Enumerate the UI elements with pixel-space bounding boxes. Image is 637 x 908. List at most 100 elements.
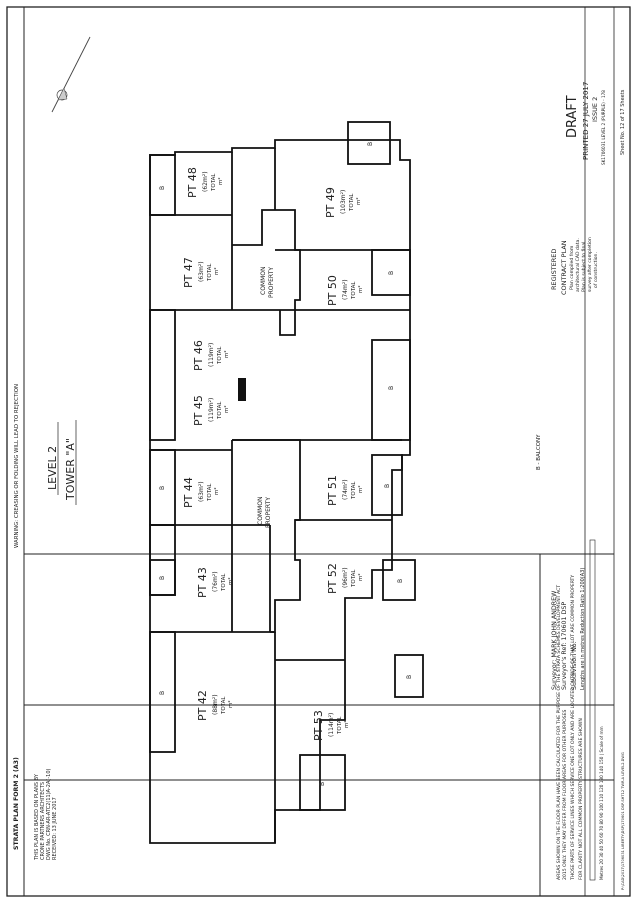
lot-id: PT 43 (196, 567, 209, 598)
lot-unit: m² (355, 197, 362, 205)
lot-pt43: PT 43 (76m²) TOTAL m² (196, 567, 234, 598)
registered-line-1: Plan compiled from (569, 245, 575, 290)
balcony-label: B (388, 271, 395, 275)
balcony-label: B (397, 579, 404, 583)
lot-unit: m² (223, 350, 230, 358)
lot-area: (63m²) (198, 481, 205, 502)
lot-area: (63m²) (198, 261, 205, 282)
north-arrow (51, 36, 91, 113)
lot-area: (76m²) (212, 571, 219, 592)
balcony-50 (371, 249, 411, 296)
lot-pt42: PT 42 (88m²) TOTAL m² (196, 690, 234, 721)
sheet-number: Sheet No. 12 of 17 Sheets (620, 89, 626, 155)
note-line-1: AREAS SHOWN ON THE FLOOR PLAN HAVE BEEN … (556, 585, 562, 880)
surveyor-name: Surveyor: MARK JOHN ANDREW (551, 590, 558, 690)
lot-unit: m² (223, 405, 230, 413)
registered-line-5: of construction. (593, 252, 599, 288)
balcony-48 (149, 154, 176, 216)
lot-total: TOTAL (351, 569, 357, 588)
source-line-2: CRONE PARTNERS ARCHITECTS (40, 782, 46, 860)
lot-area: (62m²) (202, 171, 209, 192)
lot-pt45: PT 45 (119m²) TOTAL m² (192, 395, 230, 426)
form-title: STRATA PLAN FORM 2 (A3) (13, 757, 20, 850)
balcony-43-small (149, 559, 176, 596)
common-property-lower (232, 439, 301, 633)
balcony-label: B (384, 484, 391, 488)
common-property-labels: COMMON PROPERTY COMMON PROPERTY (257, 267, 275, 528)
warning-text: WARNING: CREASING OR FOLDING WILL LEAD T… (14, 384, 20, 548)
balcony-label: B (159, 576, 166, 580)
lot-total: TOTAL (337, 716, 343, 735)
lot-pt50: PT 50 (74m²) TOTAL m² (326, 275, 364, 306)
surveyor-block: Surveyor: MARK JOHN ANDREW Surveyor's Re… (551, 568, 586, 690)
lot-total: TOTAL (207, 263, 213, 282)
source-line-4: RECEIVED: 13 JUNE 2017 (52, 797, 58, 860)
legend-balcony: B - BALCONY (536, 434, 542, 470)
issue-number: ISSUE 2 (591, 97, 599, 122)
balcony-46-45-east (371, 339, 411, 441)
balcony-52 (382, 559, 416, 601)
lot-pt52: PT 52 (96m²) TOTAL m² (326, 563, 364, 594)
lot-unit: m² (357, 573, 364, 581)
lot-unit: m² (227, 700, 234, 708)
surveyor-ref: Surveyor's Ref: 170601 DSP (561, 602, 568, 690)
tower-title: TOWER "A" (64, 438, 77, 501)
plan-notes: AREAS SHOWN ON THE FLOOR PLAN HAVE BEEN … (556, 575, 584, 881)
scale-bar: Metres 20 30 40 50 60 70 80 90 100 110 1… (589, 539, 604, 881)
lot-unit: m² (343, 720, 350, 728)
printed-date: PRINTED 27 JULY 2017 (582, 82, 590, 160)
lot-id: PT 47 (182, 257, 195, 288)
lot-id: PT 46 (192, 340, 205, 371)
lot-total: TOTAL (207, 483, 213, 502)
lot-total: TOTAL (211, 173, 217, 192)
registered-block: REGISTERED CONTRACT PLAN Plan compiled f… (550, 237, 599, 295)
plan-title: LEVEL 2 TOWER "A" (46, 420, 77, 505)
subdivision-number: Subdivision No: (571, 641, 578, 690)
balcony-label: B (159, 486, 166, 490)
lot-area: (88m²) (212, 694, 219, 715)
balcony-42 (149, 631, 176, 753)
cp-upper-line-1: COMMON (260, 267, 267, 295)
lot-area: (114m²) (328, 713, 335, 737)
balcony-label: B (388, 386, 395, 390)
registered-line-3: Plan is subject to final (581, 242, 587, 292)
lot-id: PT 51 (326, 475, 339, 506)
balcony-51 (371, 454, 403, 516)
lengths-note: Lengths are in metres Reduction Ratio 1:… (580, 568, 586, 690)
lot-total: TOTAL (351, 281, 357, 300)
lot-pt48: PT 48 (62m²) TOTAL m² (186, 167, 224, 198)
balcony-49 (347, 121, 391, 165)
lot-total: TOTAL (221, 573, 227, 592)
lot-id: PT 48 (186, 167, 199, 198)
note-line-3: THOSE PARTS OF SERVICE LINES WHICH SERVI… (570, 575, 576, 881)
lot-area: (103m²) (340, 190, 347, 214)
cp-lower-line-1: COMMON (257, 497, 264, 525)
draft-code: SK1706031 LEVEL 2 (PURPLE) - 178 (601, 90, 606, 165)
level-title: LEVEL 2 (46, 446, 59, 490)
lot-id: PT 53 (312, 710, 325, 741)
lot-area: (119m²) (208, 343, 215, 367)
balcony-label: B (159, 186, 166, 190)
source-line-3: DWG No. CRN-AR-ATC2(11)A-2A(-10) (46, 769, 52, 860)
lot-area: (119m²) (208, 398, 215, 422)
sheet-frame (6, 6, 631, 897)
balcony-label: B (319, 782, 326, 786)
lot-unit: m² (213, 487, 220, 495)
lot-area: (74m²) (342, 479, 349, 500)
draft-block: DRAFT PRINTED 27 JULY 2017 ISSUE 2 SK170… (565, 82, 606, 165)
lot-total: TOTAL (349, 193, 355, 212)
lot-unit: m² (357, 285, 364, 293)
lot-pt51: PT 51 (74m²) TOTAL m² (326, 475, 364, 506)
scale-bar-label: Metres 20 30 40 50 60 70 80 90 100 110 1… (599, 726, 604, 880)
lot-id: PT 49 (324, 187, 337, 218)
balcony-label: B (367, 142, 374, 146)
balcony-label: B (406, 675, 413, 679)
cp-upper-line-2: PROPERTY (268, 267, 275, 298)
lot-unit: m² (227, 577, 234, 585)
registered-line-2: architectural CAD data. (575, 238, 581, 292)
balcony-53-small (394, 654, 424, 698)
source-line-1: THIS PLAN IS BASED ON PLANS BY (34, 773, 40, 861)
lot-unit: m² (217, 177, 224, 185)
lot-separator-marker (238, 378, 246, 401)
lot-total: TOTAL (217, 401, 223, 420)
